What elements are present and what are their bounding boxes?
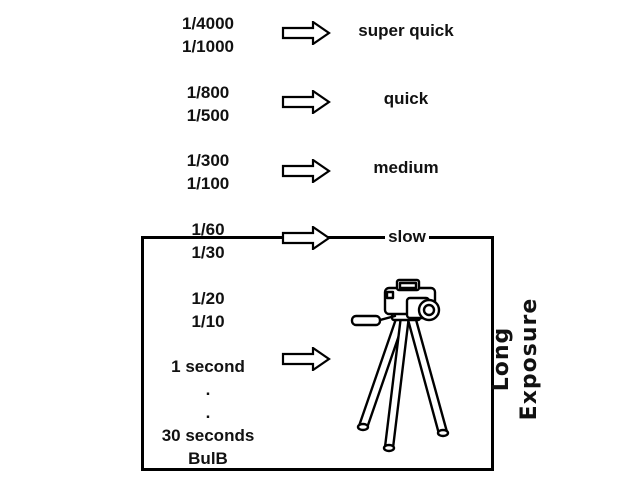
shutter-speed: 1/4000 — [182, 14, 234, 33]
right-arrow-icon — [281, 347, 331, 371]
shutter-speed: 1/800 — [186, 83, 230, 102]
shutter-speed-group-medium: 1/300 1/100 — [163, 149, 253, 195]
shutter-speed-group-super-quick: 1/4000 1/1000 — [163, 12, 253, 58]
long-exposure-box-top-middle — [326, 236, 386, 239]
shutter-speed: 1/300 — [186, 151, 230, 170]
ellipsis-dot: . — [205, 380, 211, 399]
shutter-speed-group-long-b: 1 second . . 30 seconds BulB — [153, 355, 263, 470]
right-arrow-icon — [281, 226, 331, 250]
shutter-speed: 1/30 — [191, 243, 225, 262]
shutter-speed: 1/10 — [191, 312, 225, 331]
shutter-speed: 1/500 — [186, 106, 230, 125]
speed-label-medium: medium — [373, 158, 439, 177]
shutter-speed: 1 second — [171, 357, 245, 376]
speed-label-slow: slow — [385, 228, 429, 246]
right-arrow-icon — [281, 90, 331, 114]
camera-on-tripod-icon — [350, 278, 450, 453]
shutter-speed: 1/1000 — [182, 37, 234, 56]
shutter-speed: 1/20 — [191, 289, 225, 308]
long-exposure-box — [141, 238, 494, 471]
speed-label-quick: quick — [383, 89, 429, 108]
shutter-speed-group-quick: 1/800 1/500 — [163, 81, 253, 127]
right-arrow-icon — [281, 159, 331, 183]
shutter-speed: 1/100 — [186, 174, 230, 193]
ellipsis-dot: . — [205, 403, 211, 422]
long-exposure-box-top-left — [141, 236, 285, 239]
long-exposure-title: Long Exposure — [489, 297, 542, 421]
shutter-speed: 1/60 — [191, 220, 225, 239]
shutter-speed-group-slow: 1/60 1/30 — [163, 218, 253, 264]
shutter-speed: 30 seconds — [161, 426, 255, 445]
shutter-speed: BulB — [188, 449, 228, 468]
right-arrow-icon — [281, 21, 331, 45]
long-exposure-box-top-right — [428, 236, 494, 239]
shutter-speed-group-long-a: 1/20 1/10 — [163, 287, 253, 333]
speed-label-super-quick: super quick — [358, 21, 454, 40]
